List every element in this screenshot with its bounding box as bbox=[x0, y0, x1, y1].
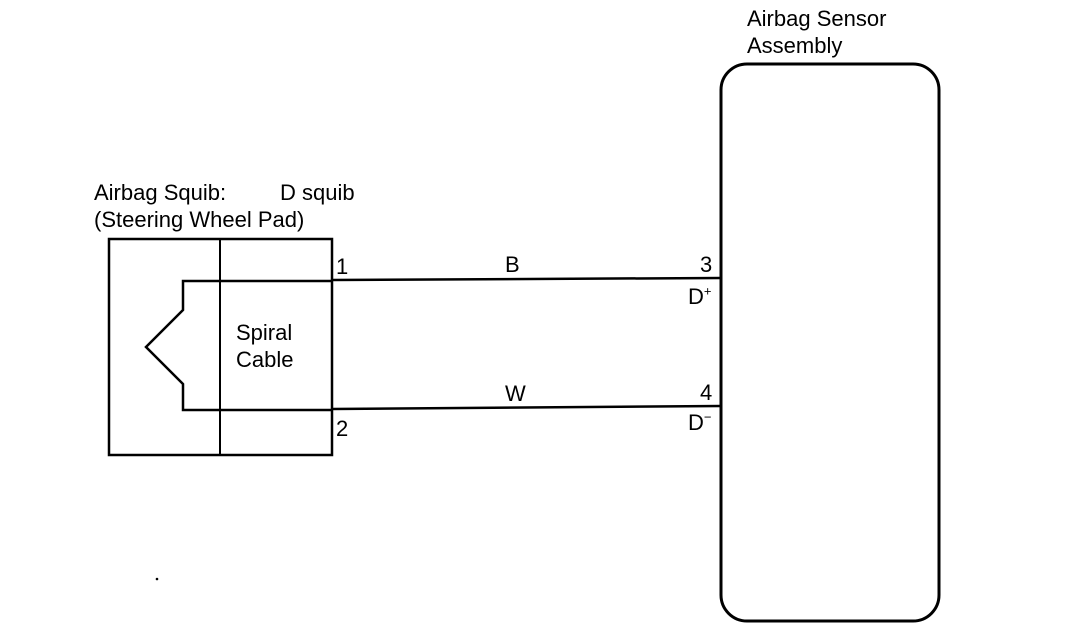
terminal-d-minus: D− bbox=[688, 410, 711, 436]
wire-b bbox=[331, 276, 722, 282]
spiral-cable-label-line1: Spiral bbox=[236, 320, 293, 345]
sensor-title-line2: Assembly bbox=[747, 33, 843, 58]
wire-color-w-label: W bbox=[505, 381, 526, 406]
pin-label-1: 1 bbox=[336, 254, 349, 279]
wire-w bbox=[331, 404, 722, 411]
terminal-d-minus-base: D bbox=[688, 410, 704, 435]
pin-label-3: 3 bbox=[700, 252, 713, 277]
terminal-d-minus-sign: − bbox=[703, 409, 712, 425]
stray-dot bbox=[155, 577, 159, 581]
squib-title-line2: (Steering Wheel Pad) bbox=[94, 207, 305, 232]
terminal-d-plus: D+ bbox=[688, 284, 711, 310]
terminal-d-plus-sign: + bbox=[703, 283, 712, 299]
squib-title-line1: Airbag Squib: bbox=[94, 180, 227, 205]
terminal-d-plus-base: D bbox=[688, 284, 704, 309]
squib-title-suffix: D squib bbox=[280, 180, 355, 205]
spiral-cable-label-line2: Cable bbox=[236, 347, 294, 372]
pin-label-4: 4 bbox=[700, 380, 713, 405]
sensor-assembly-box bbox=[719, 62, 941, 623]
wire-color-b-label: B bbox=[505, 252, 520, 277]
squib-element-symbol bbox=[144, 279, 332, 412]
pin-label-2: 2 bbox=[336, 416, 349, 441]
sensor-title-line1: Airbag Sensor bbox=[747, 6, 887, 31]
